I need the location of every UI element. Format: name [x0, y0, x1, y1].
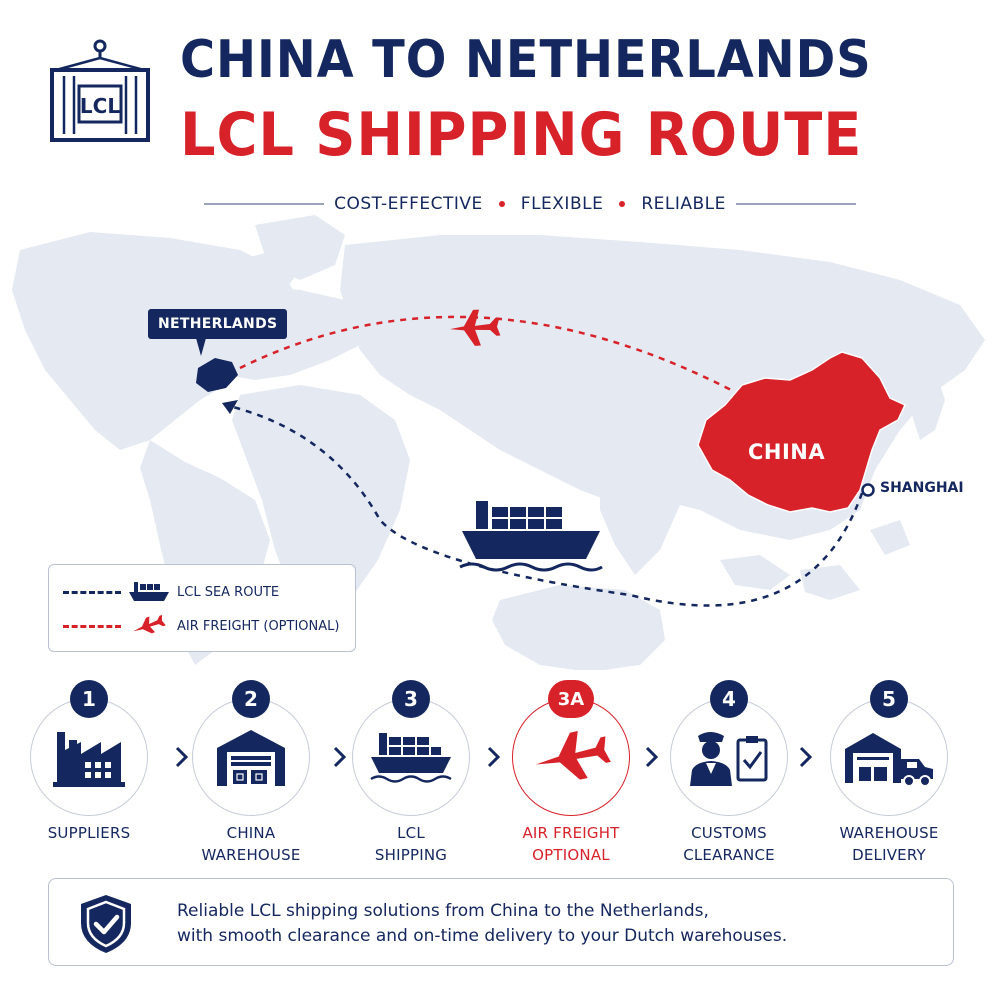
customs-officer-icon: [690, 732, 768, 786]
legend-sea-dash: [63, 590, 121, 594]
tagline-rule-right: [735, 203, 856, 205]
step-label: SUPPLIERS: [14, 822, 164, 844]
step-label-line-1: CHINA: [226, 824, 276, 842]
step-warehouse-delivery: 5 WAREHOUSE DELIVERY: [814, 680, 964, 870]
step-label: WAREHOUSE DELIVERY: [814, 822, 964, 866]
tagline-item: COST-EFFECTIVE: [334, 194, 483, 214]
netherlands-label-pointer: [196, 338, 206, 356]
step-circle: [830, 698, 948, 816]
step-badge: 5: [870, 680, 908, 718]
step-label-line-2: CLEARANCE: [683, 846, 775, 864]
sea-route-arrow: [222, 400, 238, 414]
factory-icon: [53, 732, 125, 787]
title-line-2: LCL SHIPPING ROUTE: [180, 100, 863, 170]
step-air-freight: 3A AIR FREIGHT OPTIONAL: [496, 680, 646, 870]
route-plane-icon: [450, 309, 501, 346]
tagline-dot: [619, 201, 626, 207]
footer-line-1: Reliable LCL shipping solutions from Chi…: [177, 901, 709, 921]
footer-banner: Reliable LCL shipping solutions from Chi…: [48, 878, 954, 966]
footer-line-2: with smooth clearance and on-time delive…: [177, 926, 788, 946]
warehouse-icon: [217, 730, 285, 786]
step-badge: 2: [232, 680, 270, 718]
header: LCL CHINA TO NETHERLANDS LCL SHIPPING RO…: [0, 0, 1000, 220]
tagline-dot: [498, 201, 505, 207]
sea-route-line: [224, 403, 864, 607]
step-badge: 3: [392, 680, 430, 718]
ship-icon: [370, 733, 452, 783]
step-label: CUSTOMS CLEARANCE: [654, 822, 804, 866]
netherlands-label: NETHERLANDS: [148, 309, 288, 339]
plane-icon: [535, 731, 611, 780]
step-china-warehouse: 2 CHINA WAREHOUSE: [176, 680, 326, 870]
step-label-line-1: SUPPLIERS: [47, 824, 131, 842]
delivery-truck-icon: [845, 733, 933, 787]
chevron-right-icon: [799, 746, 813, 768]
step-badge: 3A: [548, 680, 594, 718]
chevron-right-icon: [333, 746, 347, 768]
legend: LCL SEA ROUTE AIR FREIGHT (OPTIONAL): [48, 564, 356, 652]
process-steps: 1 SUPPLIERS 2: [0, 680, 1000, 870]
tagline-item: RELIABLE: [641, 194, 726, 214]
step-label-line-1: WAREHOUSE: [839, 824, 939, 842]
step-label-line-2: DELIVERY: [852, 846, 926, 864]
step-label: AIR FREIGHT OPTIONAL: [496, 822, 646, 866]
legend-sea-route: LCL SEA ROUTE: [63, 577, 279, 607]
container-icon: LCL: [50, 39, 150, 142]
shanghai-label: SHANGHAI: [880, 480, 964, 496]
step-customs-clearance: 4 CUSTOMS CLEARANCE: [654, 680, 804, 870]
step-label-line-1: CUSTOMS: [691, 824, 767, 842]
logo-text: LCL: [80, 94, 120, 118]
step-label-line-2: SHIPPING: [374, 846, 448, 864]
step-suppliers: 1 SUPPLIERS: [14, 680, 164, 870]
chevron-right-icon: [645, 746, 659, 768]
china-shape: [697, 351, 906, 513]
step-label: CHINA WAREHOUSE: [176, 822, 326, 866]
tagline-rule-left: [204, 203, 325, 205]
title-line-1: CHINA TO NETHERLANDS: [180, 30, 872, 90]
legend-air-dash: [63, 624, 121, 628]
china-label: CHINA: [748, 440, 826, 464]
step-badge: 4: [710, 680, 748, 718]
step-lcl-shipping: 3 LCL SHIPPING: [336, 680, 486, 870]
tagline-item: FLEXIBLE: [520, 194, 604, 214]
chevron-right-icon: [487, 746, 501, 768]
ship-icon: [121, 577, 177, 607]
tagline: COST-EFFECTIVE FLEXIBLE RELIABLE: [180, 190, 880, 218]
shanghai-marker: [861, 483, 875, 497]
route-ship-icon: [459, 501, 603, 572]
legend-air-label: AIR FREIGHT (OPTIONAL): [177, 618, 340, 634]
step-label-line-1: LCL: [397, 824, 425, 842]
footer-text: Reliable LCL shipping solutions from Chi…: [177, 899, 937, 949]
legend-sea-label: LCL SEA ROUTE: [177, 584, 280, 600]
shield-check-icon: [81, 895, 131, 953]
netherlands-shape: [196, 358, 238, 392]
step-label-line-2: WAREHOUSE: [201, 846, 301, 864]
step-badge: 1: [70, 680, 108, 718]
step-label-line-2: OPTIONAL: [532, 846, 610, 864]
air-route-line: [239, 315, 736, 394]
plane-icon: [121, 611, 177, 641]
chevron-right-icon: [175, 746, 189, 768]
step-label: LCL SHIPPING: [336, 822, 486, 866]
legend-air-route: AIR FREIGHT (OPTIONAL): [63, 611, 339, 641]
step-label-line-1: AIR FREIGHT: [522, 824, 620, 842]
